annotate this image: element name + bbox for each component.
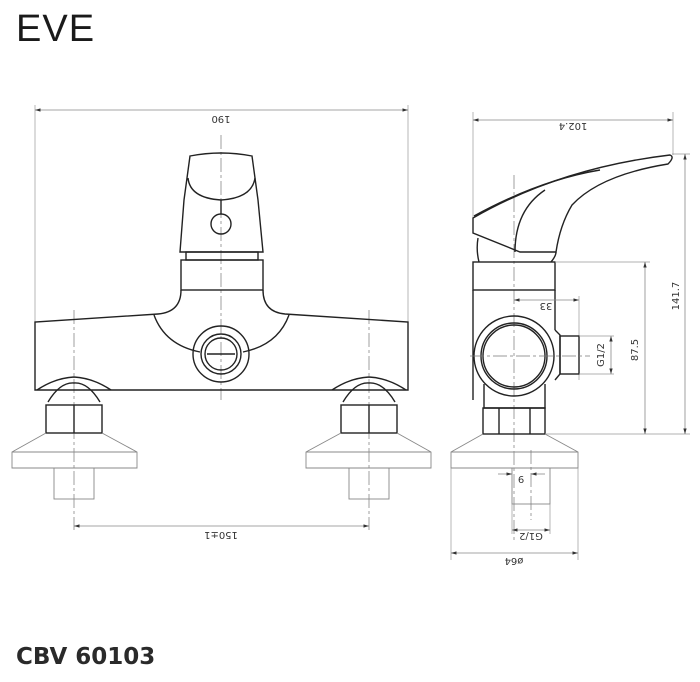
side-view: 102.4 33 G1/2 xyxy=(450,112,690,566)
outlet-height-label: 87.5 xyxy=(630,339,641,361)
right-escutcheon xyxy=(305,432,432,469)
overall-width-label: 190 xyxy=(211,113,230,124)
depth-label: 102.4 xyxy=(559,120,588,131)
product-code: CBV 60103 xyxy=(16,644,156,670)
side-connector-nut xyxy=(482,407,546,435)
inlet-thread-label: G1/2 xyxy=(519,530,543,541)
outlet-thread-label: G1/2 xyxy=(596,343,607,367)
mixer-body xyxy=(34,289,409,391)
escutcheon-diameter-label: ø64 xyxy=(505,555,524,566)
product-name: EVE xyxy=(16,8,96,50)
outlet-nipple xyxy=(559,335,580,375)
side-escutcheon xyxy=(450,433,579,469)
inlet-length-label: 9 xyxy=(518,473,524,484)
front-view: 190 xyxy=(11,105,432,540)
left-escutcheon xyxy=(11,432,138,469)
side-lever-handle xyxy=(472,154,673,253)
inlet-spacing-label: 150±1 xyxy=(204,529,238,540)
outlet-offset-label: 33 xyxy=(540,300,553,311)
total-height-label: 141.7 xyxy=(671,282,682,311)
outlet-port xyxy=(192,325,250,383)
handle-indicator-icon xyxy=(210,213,232,235)
